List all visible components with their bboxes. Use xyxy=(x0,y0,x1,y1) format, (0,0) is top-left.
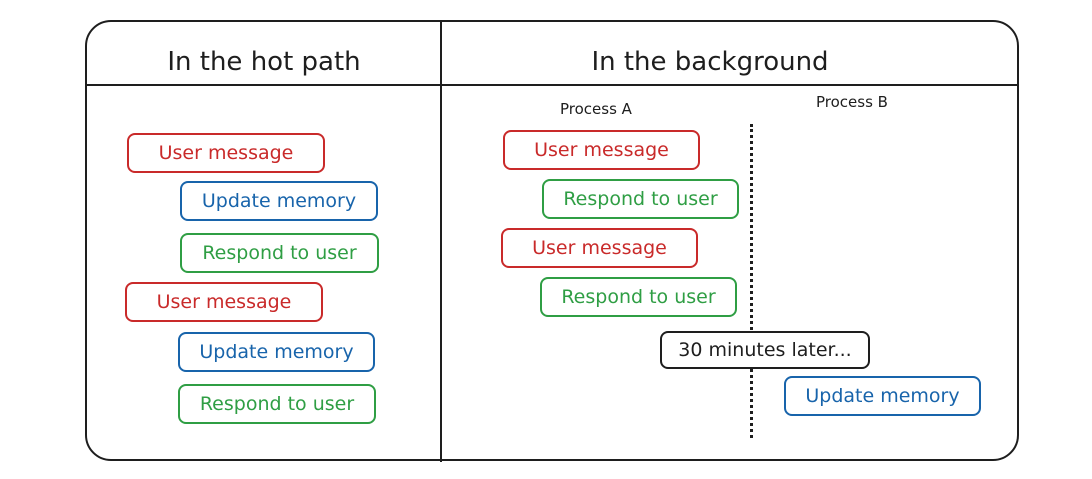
process-b-step: Update memory xyxy=(784,376,981,416)
process-b-label: Process B xyxy=(816,93,888,111)
hot-path-step: Respond to user xyxy=(180,233,379,273)
process-a-step: User message xyxy=(501,228,698,268)
process-separator xyxy=(750,124,753,438)
diagram-frame xyxy=(85,20,1019,461)
process-a-label: Process A xyxy=(560,100,632,118)
hot-path-step: User message xyxy=(127,133,325,173)
process-a-step: User message xyxy=(503,130,700,170)
hot-path-step: Update memory xyxy=(180,181,378,221)
process-a-step: Respond to user xyxy=(540,277,737,317)
hot-path-title: In the hot path xyxy=(167,47,361,77)
background-title: In the background xyxy=(591,47,829,77)
column-divider xyxy=(440,22,442,462)
hot-path-step: Respond to user xyxy=(178,384,376,424)
process-a-step: Respond to user xyxy=(542,179,739,219)
hot-path-step: Update memory xyxy=(178,332,375,372)
hot-path-step: User message xyxy=(125,282,323,322)
header-divider xyxy=(87,84,1017,86)
delay-label: 30 minutes later... xyxy=(660,331,870,369)
